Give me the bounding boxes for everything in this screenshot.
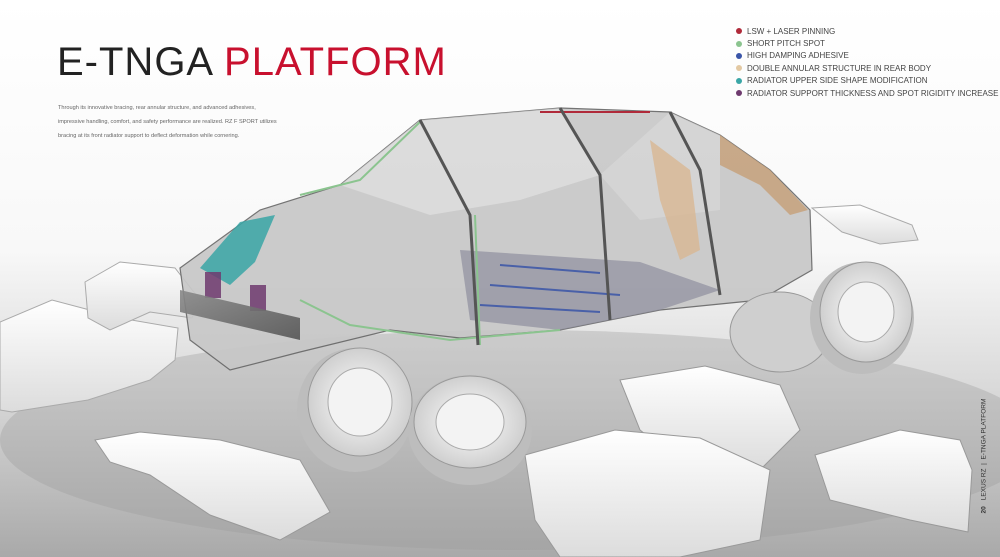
legend-dot: [736, 52, 742, 59]
tire-front-left: [297, 347, 413, 472]
page-title: E-TNGA PLATFORM: [57, 42, 447, 82]
legend-item: RADIATOR UPPER SIDE SHAPE MODIFICATION: [736, 75, 998, 87]
footer-text: 20LEXUS RZ | E-TNGA PLATFORM: [980, 398, 988, 514]
tire-front-right: [408, 375, 532, 485]
rear-hatch-panel: [814, 429, 973, 533]
page-number: 20: [980, 506, 988, 514]
legend-item: DOUBLE ANNULAR STRUCTURE IN REAR BODY: [736, 62, 998, 74]
legend-label: LSW + LASER PINNING: [747, 26, 836, 36]
legend-label: RADIATOR UPPER SIDE SHAPE MODIFICATION: [747, 76, 928, 86]
feature-legend: LSW + LASER PINNING SHORT PITCH SPOT HIG…: [736, 25, 998, 99]
legend-label: HIGH DAMPING ADHESIVE: [747, 51, 849, 61]
legend-dot: [736, 40, 742, 47]
legend-label: DOUBLE ANNULAR STRUCTURE IN REAR BODY: [747, 63, 932, 73]
legend-item: LSW + LASER PINNING: [736, 25, 998, 37]
hood-panel: [0, 299, 179, 413]
legend-label: SHORT PITCH SPOT: [747, 39, 825, 49]
legend-dot: [736, 65, 742, 72]
legend-dot: [736, 77, 742, 84]
title-part-1: E-TNGA: [57, 40, 212, 84]
legend-label: RADIATOR SUPPORT THICKNESS AND SPOT RIGI…: [747, 88, 999, 98]
legend-item: SHORT PITCH SPOT: [736, 37, 998, 49]
legend-dot: [736, 28, 742, 35]
body-in-white: [179, 107, 813, 371]
roof-panel-fragment: [810, 204, 919, 245]
title-part-2: PLATFORM: [224, 40, 447, 84]
legend-item: RADIATOR SUPPORT THICKNESS AND SPOT RIGI…: [736, 87, 998, 99]
tire-rear-stack: [729, 261, 914, 374]
legend-item: HIGH DAMPING ADHESIVE: [736, 50, 998, 62]
front-door-panel: [524, 429, 771, 557]
lower-fender-panel: [94, 431, 331, 541]
legend-dot: [736, 90, 742, 97]
footer-section: E-TNGA PLATFORM: [980, 398, 988, 460]
footer-brand: LEXUS RZ: [980, 468, 988, 501]
page-footer: 20LEXUS RZ | E-TNGA PLATFORM: [978, 394, 990, 516]
intro-paragraph: Through its innovative bracing, rear ann…: [58, 105, 277, 139]
